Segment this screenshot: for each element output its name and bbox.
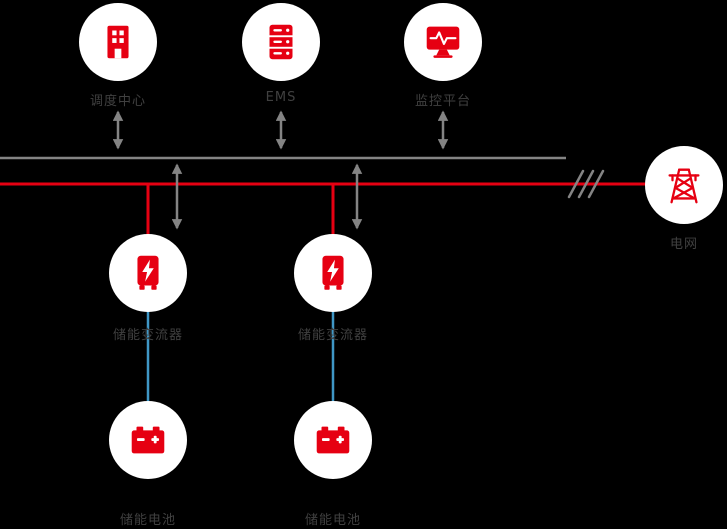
battery-icon [316, 426, 350, 454]
grid-circle [645, 146, 723, 224]
transmission-tower-icon [668, 168, 700, 204]
converter-bolt-icon [322, 255, 344, 290]
pcs-right-circle [294, 234, 372, 312]
battery-right-label: 储能电池 [304, 513, 361, 528]
battery-left-label: 储能电池 [119, 513, 176, 528]
ems-label: EMS [265, 90, 297, 105]
ems-circle [242, 3, 320, 81]
dispatch-center-label: 调度中心 [89, 94, 146, 109]
pcs-right-label: 储能变流器 [297, 328, 368, 343]
building-icon [107, 25, 129, 59]
battery-icon [131, 426, 165, 454]
monitor-platform-circle [404, 3, 482, 81]
grid-label: 电网 [669, 237, 698, 252]
pcs-left-circle [109, 234, 187, 312]
monitor-platform-label: 监控平台 [414, 94, 471, 109]
monitor-waveform-icon [426, 26, 460, 58]
battery-right-circle [294, 401, 372, 479]
converter-bolt-icon [137, 255, 159, 290]
dispatch-center-circle [79, 3, 157, 81]
line-break-marks [567, 169, 605, 199]
server-icon [269, 24, 293, 60]
pcs-left-label: 储能变流器 [112, 328, 183, 343]
battery-left-circle [109, 401, 187, 479]
